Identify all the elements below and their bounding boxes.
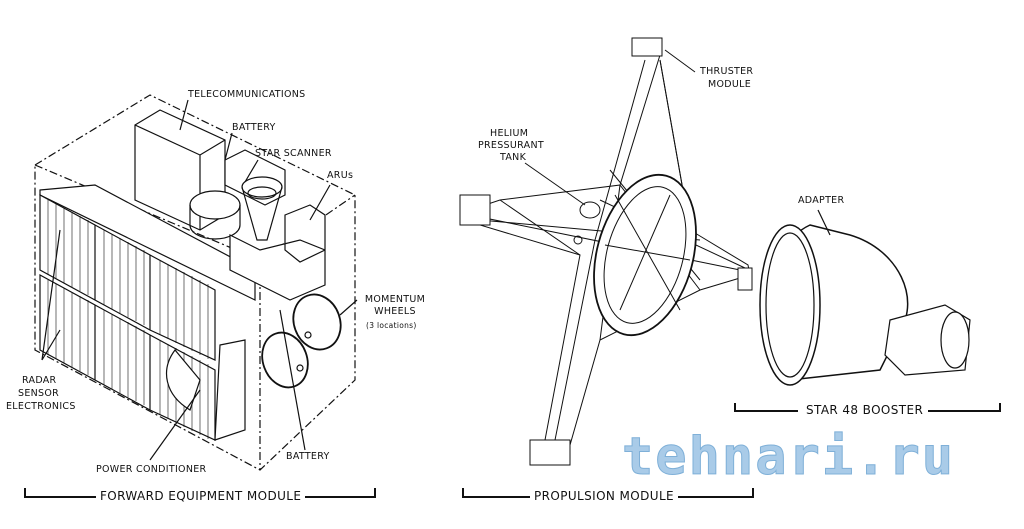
brackets — [24, 403, 1001, 498]
label-helium: HELIUM — [490, 128, 529, 139]
label-thruster-module: MODULE — [708, 79, 752, 90]
forward-module-title: FORWARD EQUIPMENT MODULE — [96, 489, 306, 504]
label-pressurant: PRESSURANT — [478, 140, 544, 151]
label-thruster: THRUSTER — [700, 66, 754, 77]
label-sensor: SENSOR — [18, 388, 60, 399]
label-electronics: ELECTRONICS — [6, 401, 76, 412]
label-adapter: ADAPTER — [798, 195, 845, 206]
star-48-booster-drawing — [759, 209, 971, 386]
propulsion-module-drawing — [459, 37, 753, 466]
label-tank: TANK — [500, 152, 527, 163]
propulsion-module-title: PROPULSION MODULE — [530, 489, 679, 504]
label-radar: RADAR — [22, 375, 57, 386]
booster-title: STAR 48 BOOSTER — [802, 403, 928, 418]
label-battery-top: BATTERY — [232, 122, 276, 133]
label-star-scanner: STAR SCANNER — [255, 148, 332, 159]
label-power-conditioner: POWER CONDITIONER — [96, 464, 207, 475]
label-momentum-wheels: MOMENTUM WHEELS — [364, 294, 426, 317]
label-arus: ARUs — [327, 170, 354, 181]
watermark: tehnari.ru — [621, 427, 956, 487]
label-momentum-wheels-note: (3 locations) — [366, 321, 417, 330]
forward-module-drawing — [34, 94, 358, 471]
label-battery-bottom: BATTERY — [286, 451, 330, 462]
label-telecommunications: TELECOMMUNICATIONS — [188, 89, 306, 100]
